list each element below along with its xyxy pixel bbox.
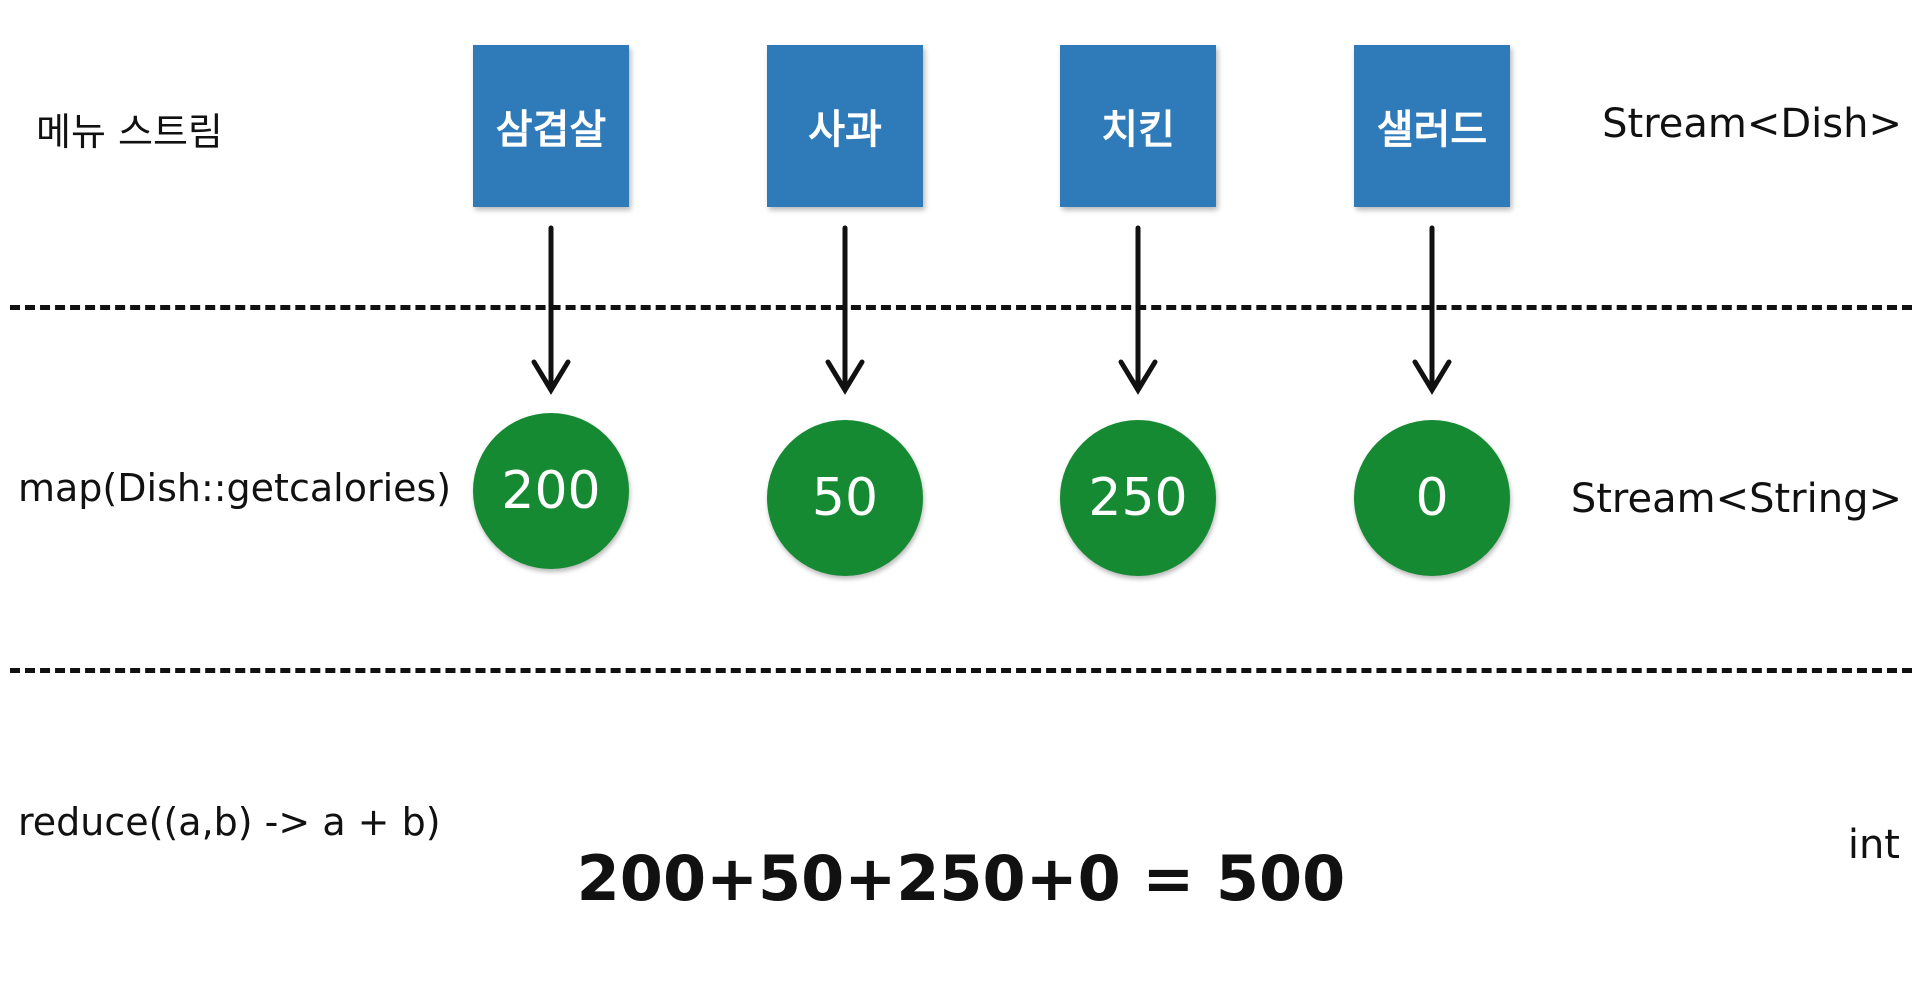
calorie-circle: 50: [767, 420, 923, 576]
menu-stream-type-label: Stream<Dish>: [1602, 101, 1902, 147]
calorie-circle: 0: [1354, 420, 1510, 576]
calorie-circle: 200: [473, 413, 629, 569]
reduce-result-equation: 200+50+250+0 = 500: [576, 842, 1346, 915]
dish-box: 샐러드: [1354, 45, 1510, 207]
stage-divider-bottom: [10, 668, 1912, 673]
menu-stream-label: 메뉴 스트림: [36, 110, 223, 154]
reduce-stage-label: reduce((a,b) -> a + b): [18, 800, 441, 844]
reduce-stage-type-label: int: [1847, 822, 1900, 868]
map-stage-type-label: Stream<String>: [1570, 476, 1902, 522]
map-stage-label: map(Dish::getcalories): [18, 466, 452, 510]
dish-box: 삼겹살: [473, 45, 629, 207]
dish-box: 사과: [767, 45, 923, 207]
calorie-circle: 250: [1060, 420, 1216, 576]
dish-box: 치킨: [1060, 45, 1216, 207]
stage-divider-top: [10, 305, 1912, 310]
